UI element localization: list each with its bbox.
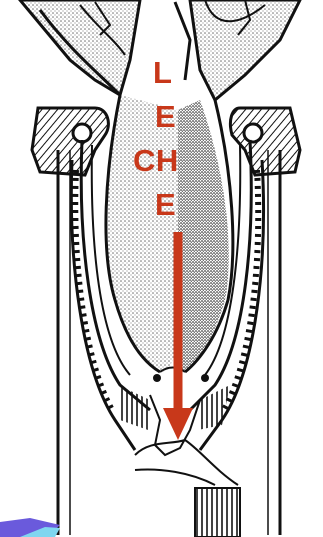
left-flange [32, 108, 108, 175]
teat [106, 95, 233, 372]
corner-accent [0, 518, 60, 537]
milk-tube [135, 470, 240, 537]
label-letter-e-2: E [155, 189, 176, 220]
label-letter-ch: CH [133, 145, 179, 176]
label-letter-e: E [155, 101, 176, 132]
label-letter-l: L [153, 57, 172, 88]
